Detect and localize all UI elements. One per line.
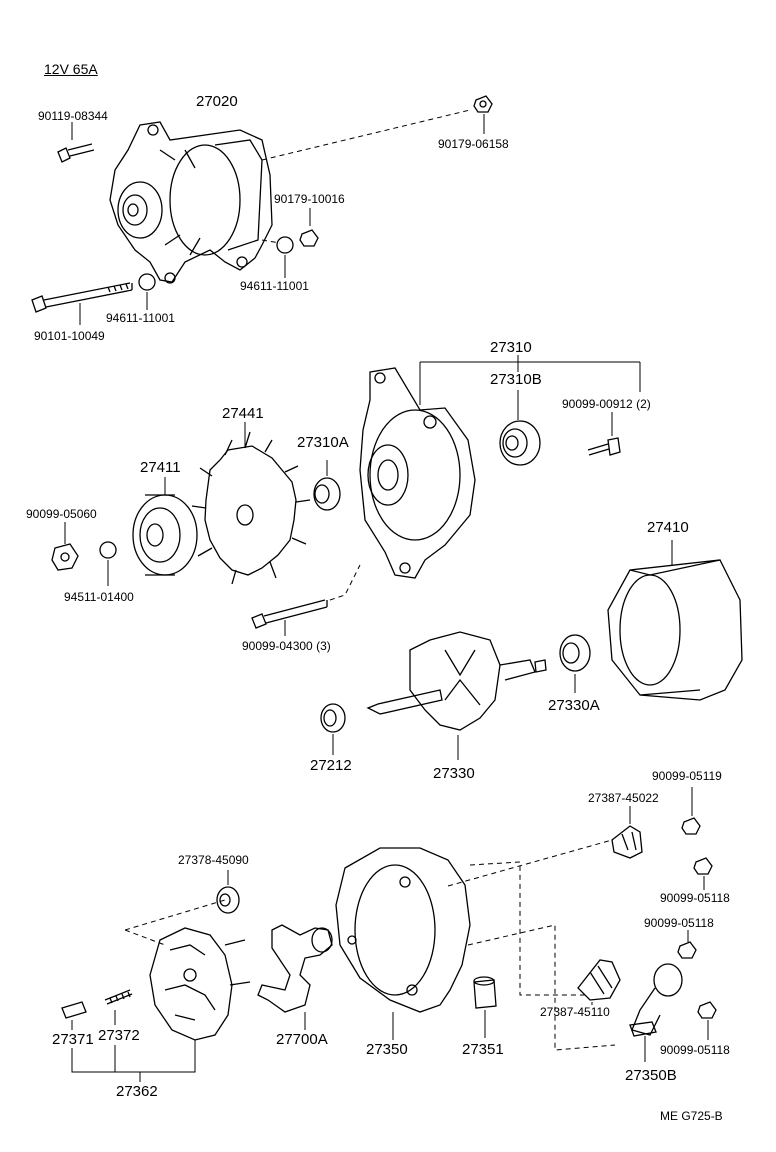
terminal-27350B — [629, 963, 683, 1037]
label-27310A: 27310A — [297, 434, 349, 451]
nut-90179-10016 — [299, 229, 319, 247]
label-27441: 27441 — [222, 405, 264, 422]
label-27362: 27362 — [116, 1083, 158, 1100]
label-27212: 27212 — [310, 757, 352, 774]
bolt-90119-08344 — [57, 143, 95, 163]
nut-90099-05118-a — [693, 857, 713, 875]
drive-end-frame — [359, 367, 476, 579]
bearing-27330A — [559, 634, 591, 672]
label-27330A: 27330A — [548, 697, 600, 714]
label-27330: 27330 — [433, 765, 475, 782]
bolt-90101-10049 — [31, 282, 133, 313]
insulator-27387-45110 — [577, 959, 621, 1001]
washer-94611-11001-b — [138, 273, 156, 291]
rotor-27330 — [366, 631, 547, 731]
bushing-27378-45090 — [216, 886, 240, 914]
fan-27441 — [191, 431, 311, 585]
label-27350B: 27350B — [625, 1067, 677, 1084]
pulley-27411 — [132, 494, 198, 576]
nut-90099-05118-c — [697, 1001, 717, 1019]
label-27387-45110: 27387-45110 — [540, 1005, 610, 1019]
nut-90179-06158 — [473, 95, 493, 113]
washer-94611-11001-a — [276, 236, 294, 254]
washer-94511-01400 — [99, 541, 117, 559]
label-27372: 27372 — [98, 1027, 140, 1044]
label-27371: 27371 — [52, 1031, 94, 1048]
label-90099-05118-b: 90099-05118 — [644, 916, 714, 930]
rear-end-frame-27350 — [335, 847, 471, 1013]
label-27310: 27310 — [490, 339, 532, 356]
label-27350: 27350 — [366, 1041, 408, 1058]
spacer-27310A — [313, 477, 341, 511]
spec-heading: 12V 65A — [44, 61, 98, 77]
label-90179-10016: 90179-10016 — [274, 192, 345, 206]
figure-reference: ME G725-B — [660, 1109, 723, 1123]
rectifier-holder — [149, 927, 251, 1041]
label-27387-45022: 27387-45022 — [588, 791, 659, 805]
label-27378-45090: 27378-45090 — [178, 853, 249, 867]
label-90099-04300: 90099-04300 (3) — [242, 639, 331, 653]
label-27310B: 27310B — [490, 371, 542, 388]
label-27410: 27410 — [647, 519, 689, 536]
label-90099-05119: 90099-05119 — [652, 769, 722, 783]
spring-27372 — [104, 989, 133, 1005]
label-90099-05118-c: 90099-05118 — [660, 1043, 730, 1057]
through-bolt-90099-04300 — [251, 599, 328, 629]
label-90099-00912: 90099-00912 (2) — [562, 397, 651, 411]
label-94611-11001-b: 94611-11001 — [106, 311, 175, 325]
insulator-27387-45022 — [611, 825, 643, 859]
label-94611-11001-a: 94611-11001 — [240, 279, 309, 293]
label-27351: 27351 — [462, 1041, 504, 1058]
label-90099-05118-a: 90099-05118 — [660, 891, 730, 905]
nut-90099-05119 — [681, 817, 701, 835]
nut-90099-05118-b — [677, 941, 697, 959]
insulator-27351 — [473, 976, 497, 1009]
label-90101-10049: 90101-10049 — [34, 329, 105, 343]
brush-27371 — [61, 1001, 87, 1019]
brush-holder-27700A — [257, 924, 333, 1013]
screw-90099-00912 — [587, 437, 621, 456]
label-27700A: 27700A — [276, 1031, 328, 1048]
label-94511-01400: 94511-01400 — [64, 590, 134, 604]
alternator-assembly — [109, 121, 273, 284]
stator-27410 — [607, 559, 743, 701]
nut-90099-05060 — [51, 543, 79, 571]
bushing-27212 — [320, 703, 346, 733]
bearing-27310B — [499, 420, 541, 466]
label-90099-05060: 90099-05060 — [26, 507, 97, 521]
label-27020: 27020 — [196, 93, 238, 110]
label-90179-06158: 90179-06158 — [438, 137, 509, 151]
label-27411: 27411 — [140, 459, 181, 476]
label-90119-08344: 90119-08344 — [38, 109, 108, 123]
